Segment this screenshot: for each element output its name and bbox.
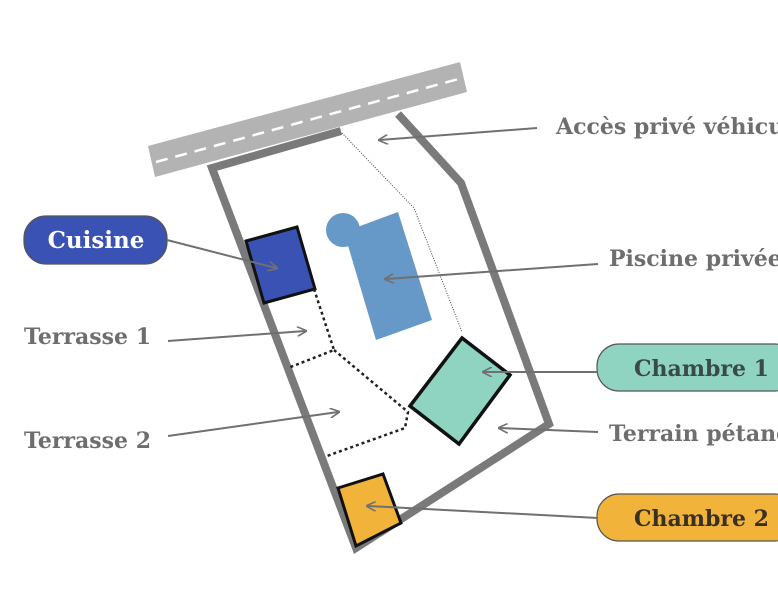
chambre1-pill xyxy=(596,343,778,392)
label-acces: Accès privé véhicule xyxy=(555,114,778,140)
driveway-path xyxy=(341,132,463,333)
label-chambre-1: Chambre 1 xyxy=(634,356,769,382)
terrace-dividers xyxy=(287,288,410,458)
label-petanque: Terrain pétanque xyxy=(609,421,778,447)
property-boundary xyxy=(206,111,554,555)
road xyxy=(148,62,467,177)
label-cuisine: Cuisine xyxy=(48,227,145,254)
arrow-icon xyxy=(166,127,599,519)
label-chambre-2: Chambre 2 xyxy=(634,506,769,532)
bedroom-1-block xyxy=(407,335,513,447)
label-piscine: Piscine privée xyxy=(609,246,778,272)
label-terrasse-2: Terrasse 2 xyxy=(24,428,151,454)
label-terrasse-1: Terrasse 1 xyxy=(24,324,151,350)
